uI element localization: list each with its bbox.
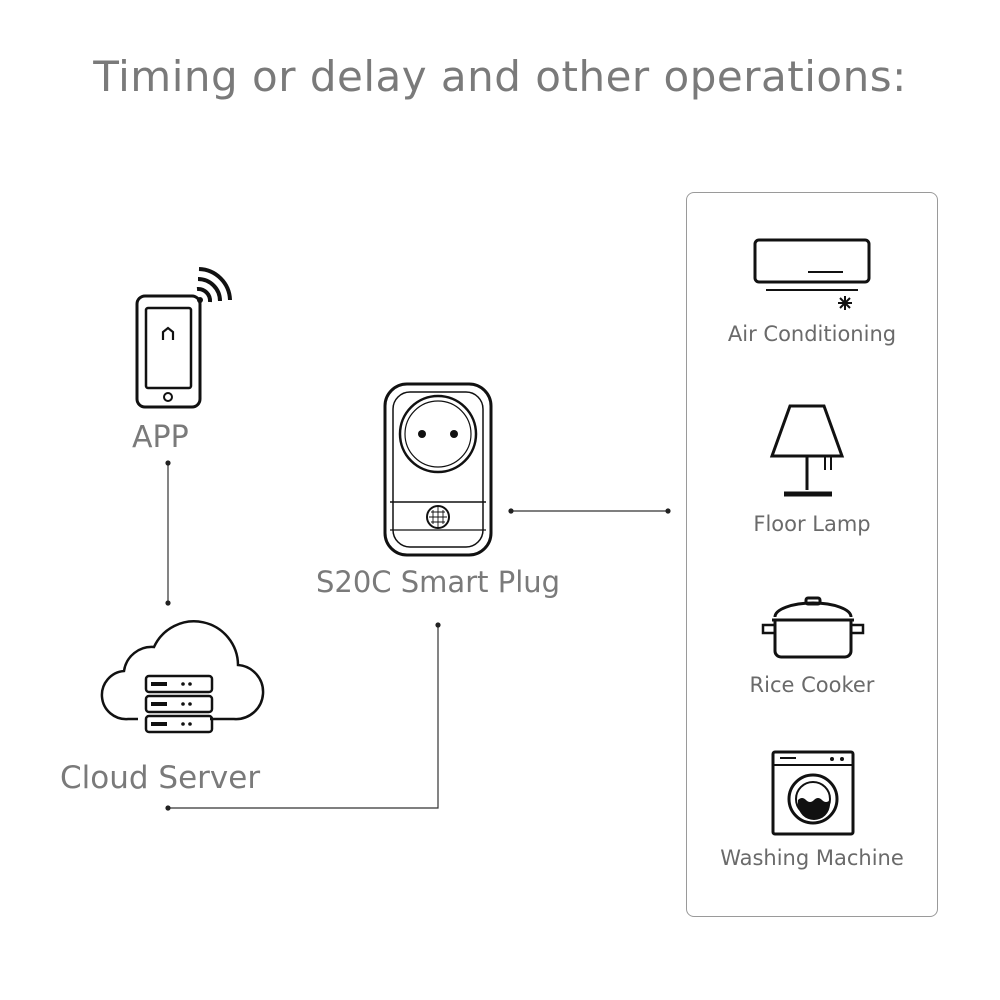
smart-plug-label: S20C Smart Plug bbox=[316, 565, 561, 599]
cloud-plug-connector bbox=[168, 625, 439, 809]
app-label: APP bbox=[132, 420, 189, 455]
device-label-floor-lamp: Floor Lamp bbox=[753, 512, 871, 536]
rice-cooker-icon bbox=[761, 596, 865, 659]
device-label-rice-cooker: Rice Cooker bbox=[749, 673, 875, 697]
device-label-air-conditioning: Air Conditioning bbox=[727, 322, 897, 346]
cloud-server-label: Cloud Server bbox=[60, 760, 261, 796]
cloud-server-icon bbox=[100, 620, 265, 734]
smart-plug-icon bbox=[383, 382, 493, 557]
floor-lamp-icon bbox=[769, 404, 845, 497]
air-conditioner-icon bbox=[753, 238, 871, 310]
connectors bbox=[167, 463, 668, 809]
device-label-washing-machine: Washing Machine bbox=[720, 846, 904, 870]
washing-machine-icon bbox=[771, 750, 855, 836]
connector-dots bbox=[165, 460, 671, 811]
devices-panel bbox=[686, 192, 938, 917]
smartphone-wifi-icon bbox=[135, 267, 232, 409]
page-title: Timing or delay and other operations: bbox=[93, 52, 907, 101]
